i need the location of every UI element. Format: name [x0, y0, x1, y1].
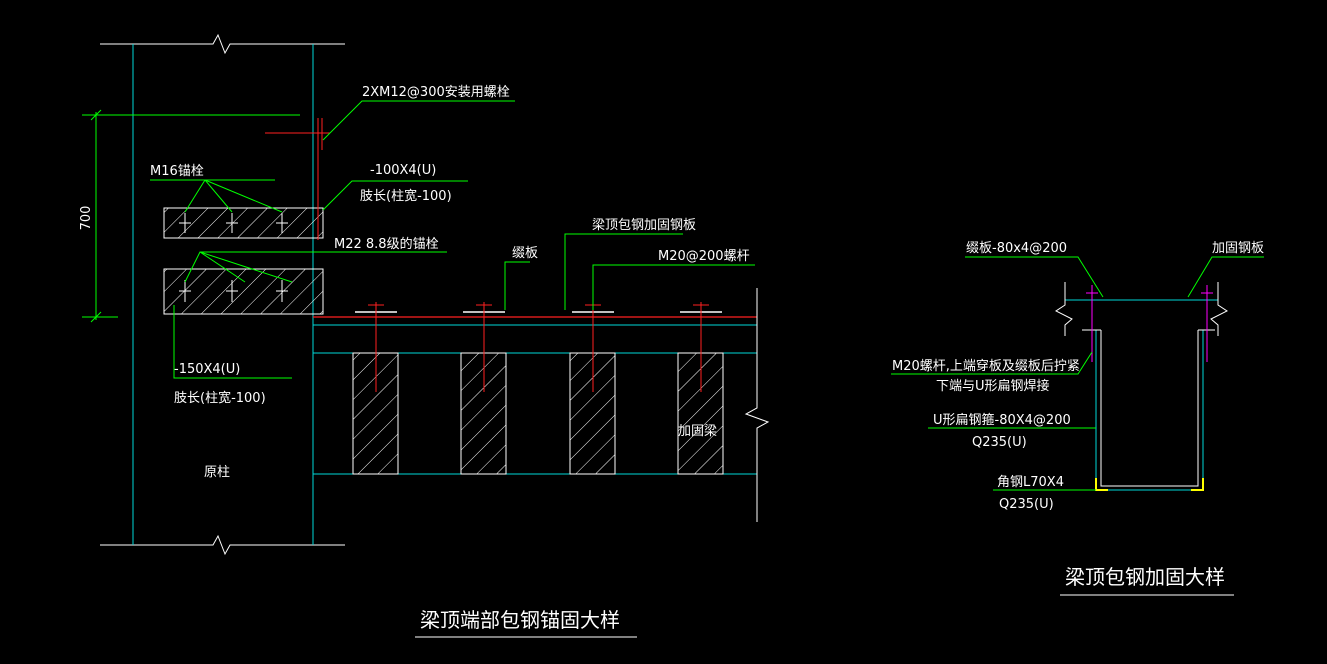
- right-m20-screws: [1086, 285, 1213, 362]
- dimension-700-label: 700: [79, 206, 94, 231]
- label-plate-100x4: -100X4(U): [370, 163, 436, 178]
- label-original-column: 原柱: [204, 465, 230, 480]
- label-m20-note-2: 下端与U形扁钢焊接: [936, 378, 1050, 394]
- label-q235-1: Q235(U): [972, 435, 1027, 450]
- label-angle-steel: 角钢L70X4: [997, 475, 1064, 490]
- left-detail: 700: [79, 33, 770, 638]
- anchor-bolt-marks: [179, 213, 288, 302]
- label-anchor-m22: M22 8.8级的锚栓: [334, 236, 439, 252]
- u-flat-steel-hoop: [1100, 330, 1199, 487]
- label-length-150: 肢长(柱宽-100): [174, 390, 266, 406]
- label-u-flat-steel: U形扁钢箍-80X4@200: [933, 412, 1071, 428]
- column-top-break-line: [100, 33, 345, 55]
- u-section: [1055, 282, 1228, 491]
- right-detail: 缀板-80x4@200 加固钢板 M20螺杆,上端穿板及缀板后拧紧 下端与U形扁…: [891, 241, 1264, 596]
- angle-steel-right: [1191, 478, 1204, 491]
- break-right: [1210, 282, 1228, 336]
- label-length-100: 肢长(柱宽-100): [360, 188, 452, 204]
- right-leader-lines: [891, 256, 1264, 491]
- m20-screws: [368, 302, 709, 392]
- reinforced-beam: [313, 288, 770, 522]
- dimension-700: 700: [79, 109, 300, 323]
- label-q235-2: Q235(U): [999, 497, 1054, 512]
- right-labels: 缀板-80x4@200 加固钢板 M20螺杆,上端穿板及缀板后拧紧 下端与U形扁…: [892, 241, 1264, 512]
- right-detail-title: 梁顶包钢加固大样: [1065, 565, 1225, 589]
- left-detail-title: 梁顶端部包钢锚固大样: [420, 608, 620, 632]
- label-m20-note-1: M20螺杆,上端穿板及缀板后拧紧: [892, 358, 1080, 374]
- left-labels: 2XM12@300安装用螺栓 M16锚栓 -100X4(U) 肢长(柱宽-100…: [150, 85, 750, 480]
- installation-bolt: [265, 118, 330, 240]
- beam-break-line: [744, 288, 770, 522]
- label-reinforced-beam: 加固梁: [678, 424, 717, 439]
- label-bolt-2xm12: 2XM12@300安装用螺栓: [362, 85, 510, 100]
- column-bottom-break-line: [100, 534, 345, 556]
- label-plate-150x4: -150X4(U): [174, 362, 240, 377]
- label-reinforce-plate: 加固钢板: [1212, 241, 1264, 256]
- label-top-plate: 梁顶包钢加固钢板: [592, 218, 696, 233]
- break-left: [1055, 282, 1073, 336]
- angle-steel-left: [1095, 478, 1108, 491]
- label-screw-m20: M20@200螺杆: [658, 249, 750, 264]
- label-batten-80x4: 缀板-80x4@200: [966, 241, 1067, 256]
- label-batten: 缀板: [512, 246, 538, 261]
- left-leader-lines: [150, 100, 755, 379]
- label-anchor-m16: M16锚栓: [150, 164, 204, 179]
